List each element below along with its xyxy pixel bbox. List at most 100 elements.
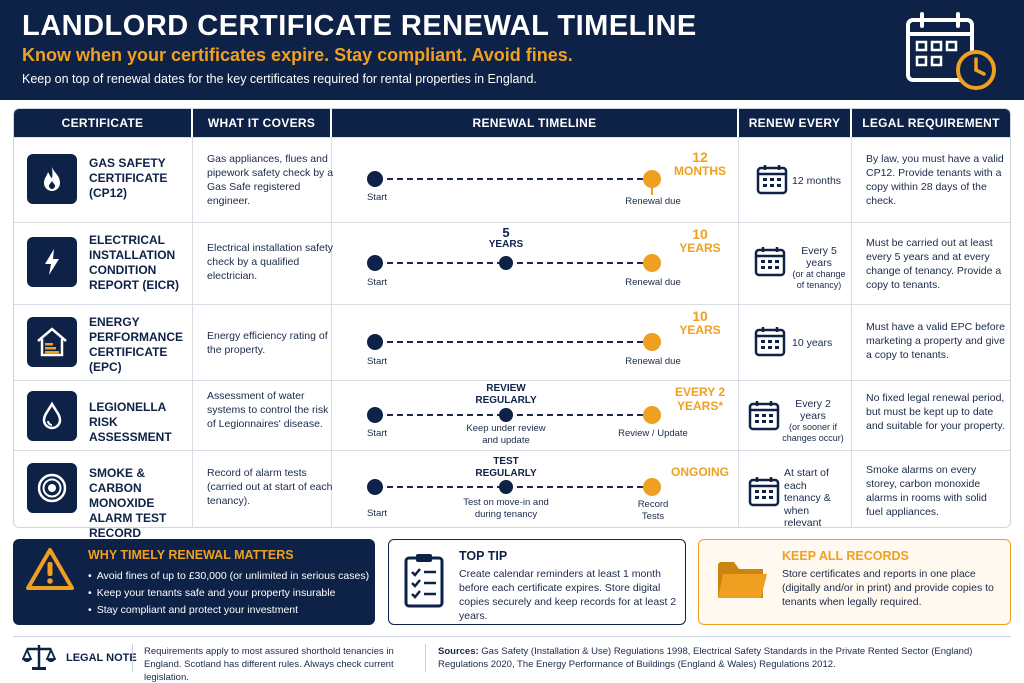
timeline-start-label: Start xyxy=(366,192,388,203)
timeline-start-label: Start xyxy=(366,508,388,519)
header-banner: LANDLORD CERTIFICATE RENEWAL TIMELINE Kn… xyxy=(0,0,1024,100)
calendar-icon xyxy=(754,327,786,357)
timeline-end-label: Renewal due xyxy=(625,356,681,367)
covers-text: Record of alarm tests (carried out at st… xyxy=(207,467,333,507)
warning-icon xyxy=(26,548,74,590)
certificate-table: CERTIFICATE WHAT IT COVERS RENEWAL TIMEL… xyxy=(13,108,1011,540)
water-drop-icon xyxy=(27,391,77,441)
scales-icon xyxy=(22,645,56,670)
timeline-mid-label: 5 YEARS xyxy=(488,225,524,250)
keep-records-panel: KEEP ALL RECORDS Store certificates and … xyxy=(698,539,1011,625)
folder-icon xyxy=(718,562,767,598)
timeline-end-dot xyxy=(643,406,661,424)
column-header-covers: WHAT IT COVERS xyxy=(193,109,330,137)
calendar-icon xyxy=(748,401,780,431)
timeline-duration: ONGOING xyxy=(670,465,729,479)
timeline-duration: 10 YEARS xyxy=(679,308,721,337)
timeline-mid-label: TEST REGULARLY xyxy=(475,456,537,479)
renew-every: 10 years xyxy=(792,337,833,349)
column-header-timeline: RENEWAL TIMELINE xyxy=(332,109,737,137)
records-title: KEEP ALL RECORDS xyxy=(782,549,909,563)
renew-every: 12 months xyxy=(792,175,842,187)
column-header-certificate: CERTIFICATE xyxy=(14,109,191,137)
covers-text: Assessment of water systems to control t… xyxy=(207,390,329,430)
lightning-icon xyxy=(27,237,77,287)
clipboard-checklist-icon xyxy=(404,554,444,608)
timeline-start-dot xyxy=(367,479,383,495)
timeline-end-label: Renewal due xyxy=(625,196,681,207)
renewal-timeline: Start Renewal due 12 MONTHS xyxy=(333,138,737,222)
table-header: CERTIFICATE WHAT IT COVERS RENEWAL TIMEL… xyxy=(14,109,1010,137)
intro-text: Keep on top of renewal dates for the key… xyxy=(22,72,537,86)
timeline-mid-dot xyxy=(499,256,513,270)
timeline-end-label: Renewal due xyxy=(625,277,681,288)
list-item: Avoid fines of up to £30,000 (or unlimit… xyxy=(88,568,369,585)
legal-requirement: Smoke alarms on every storey, carbon mon… xyxy=(866,464,987,518)
renew-every: Every 5 years (or at change of tenancy) xyxy=(792,245,846,290)
renewal-timeline: Start 5 YEARS Renewal due 10 YEARS xyxy=(333,223,737,304)
table-row: GAS SAFETY CERTIFICATE (CP12) Gas applia… xyxy=(14,137,1010,222)
timeline-end-label: Record Tests xyxy=(637,499,669,522)
certificate-name: ENERGY PERFORMANCE CERTIFICATE (EPC) xyxy=(89,315,184,374)
certificate-name: LEGIONELLA RISK ASSESSMENT xyxy=(89,400,172,444)
renew-every: At start of each tenancy & when relevant xyxy=(784,467,831,529)
renewal-timeline: Start TEST REGULARLY Test on move-in and… xyxy=(333,451,737,528)
timeline-duration: 12 MONTHS xyxy=(674,149,726,178)
why-title: WHY TIMELY RENEWAL MATTERS xyxy=(88,548,294,562)
renewal-timeline: Start REVIEW REGULARLY Keep under review… xyxy=(333,381,737,450)
tip-title: TOP TIP xyxy=(459,549,508,563)
sources-text: Sources: Gas Safety (Installation & Use)… xyxy=(438,646,973,670)
timeline-end-label: Review / Update xyxy=(618,428,688,439)
table-row: ELECTRICAL INSTALLATION CONDITION REPORT… xyxy=(14,222,1010,304)
column-header-legal: LEGAL REQUIREMENT xyxy=(852,109,1010,137)
covers-text: Electrical installation safety check by … xyxy=(207,242,334,282)
timeline-mid-label: REVIEW REGULARLY xyxy=(475,383,537,406)
records-body: Store certificates and reports in one pl… xyxy=(782,568,994,608)
why-renewal-panel: WHY TIMELY RENEWAL MATTERS Avoid fines o… xyxy=(13,539,375,625)
covers-text: Energy efficiency rating of the property… xyxy=(207,330,328,356)
table-row: ENERGY PERFORMANCE CERTIFICATE (EPC) Ene… xyxy=(14,304,1010,380)
timeline-mid-dot xyxy=(499,480,513,494)
timeline-end-dot xyxy=(643,333,661,351)
timeline-start-dot xyxy=(367,334,383,350)
timeline-duration: EVERY 2 YEARS* xyxy=(674,385,726,413)
legal-requirement: No fixed legal renewal period, but must … xyxy=(866,392,1005,432)
legal-requirement: Must have a valid EPC before marketing a… xyxy=(866,321,1005,361)
list-item: Stay compliant and protect your investme… xyxy=(88,602,369,619)
list-item: Keep your tenants safe and your property… xyxy=(88,585,369,602)
timeline-start-dot xyxy=(367,407,383,423)
renewal-timeline: Start Renewal due 10 YEARS xyxy=(333,305,737,380)
timeline-end-dot xyxy=(643,254,661,272)
legal-requirement: By law, you must have a valid CP12. Prov… xyxy=(866,153,1004,207)
tip-body: Create calendar reminders at least 1 mon… xyxy=(459,568,677,622)
timeline-start-dot xyxy=(367,171,383,187)
legal-requirement: Must be carried out at least every 5 yea… xyxy=(866,237,1002,291)
timeline-start-label: Start xyxy=(366,356,388,367)
house-energy-icon xyxy=(27,317,77,367)
legal-note-label: LEGAL NOTE xyxy=(66,652,137,664)
top-tip-panel: TOP TIP Create calendar reminders at lea… xyxy=(388,539,686,625)
column-header-renew: RENEW EVERY xyxy=(739,109,850,137)
calendar-icon xyxy=(748,477,780,507)
certificate-name: ELECTRICAL INSTALLATION CONDITION REPORT… xyxy=(89,233,179,292)
timeline-end-dot xyxy=(643,478,661,496)
page-title: LANDLORD CERTIFICATE RENEWAL TIMELINE xyxy=(22,10,697,42)
timeline-mid-note: Test on move-in and during tenancy xyxy=(463,497,549,520)
legal-note-text: Requirements apply to most assured short… xyxy=(144,646,394,683)
why-list: Avoid fines of up to £30,000 (or unlimit… xyxy=(88,568,369,619)
certificate-name: SMOKE & CARBON MONOXIDE ALARM TEST RECOR… xyxy=(89,466,167,540)
calendar-clock-icon xyxy=(906,12,996,90)
timeline-start-label: Start xyxy=(366,428,388,439)
timeline-mid-dot xyxy=(499,408,513,422)
tagline: Know when your certificates expire. Stay… xyxy=(22,45,573,65)
flame-icon xyxy=(27,154,77,204)
certificate-name: GAS SAFETY CERTIFICATE (CP12) xyxy=(89,156,168,200)
table-row: SMOKE & CARBON MONOXIDE ALARM TEST RECOR… xyxy=(14,450,1010,540)
timeline-start-dot xyxy=(367,255,383,271)
timeline-start-label: Start xyxy=(366,277,388,288)
timeline-duration: 10 YEARS xyxy=(679,226,721,255)
covers-text: Gas appliances, flues and pipework safet… xyxy=(207,153,334,207)
timeline-mid-note: Keep under review and update xyxy=(466,423,546,446)
table-row: LEGIONELLA RISK ASSESSMENT Assessment of… xyxy=(14,380,1010,450)
calendar-icon xyxy=(754,247,786,277)
